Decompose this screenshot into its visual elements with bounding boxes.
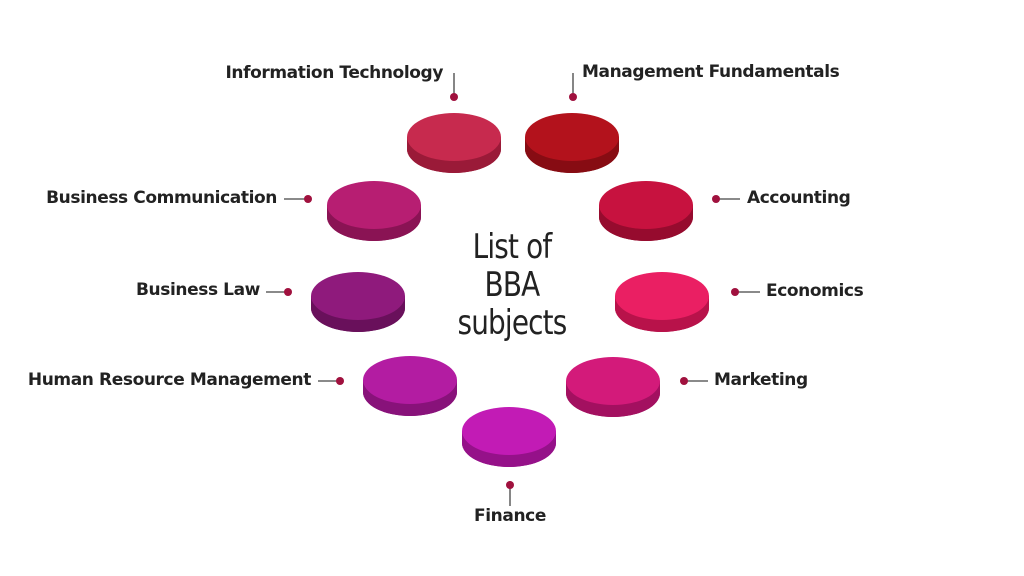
label-business-communication: Business Communication [46, 188, 277, 208]
disc-top [566, 357, 660, 405]
disc-marketing [566, 357, 660, 417]
disc-management-fundamentals [525, 113, 619, 173]
connector-economics [731, 288, 760, 296]
disc-human-resource-management [363, 356, 457, 416]
connector-business-communication [284, 195, 312, 203]
disc-finance [462, 407, 556, 467]
disc-top [311, 272, 405, 320]
label-business-law: Business Law [135, 280, 260, 300]
connector-dot [569, 93, 577, 101]
disc-top [615, 272, 709, 320]
connector-dot [304, 195, 312, 203]
connector-dot [450, 93, 458, 101]
disc-business-law [311, 272, 405, 332]
diagram-title: List of BBA subjects [430, 228, 594, 342]
title-line-1: List of [472, 227, 553, 267]
connector-dot [712, 195, 720, 203]
disc-top [363, 356, 457, 404]
connector-management-fundamentals [569, 73, 577, 101]
disc-top [525, 113, 619, 161]
connector-marketing [680, 377, 708, 385]
disc-accounting [599, 181, 693, 241]
disc-business-communication [327, 181, 421, 241]
disc-top [327, 181, 421, 229]
connector-dot [506, 481, 514, 489]
connector-business-law [266, 288, 292, 296]
label-marketing: Marketing [714, 370, 808, 390]
label-economics: Economics [766, 281, 864, 301]
label-management-fundamentals: Management Fundamentals [582, 62, 840, 82]
title-line-2: BBA [484, 265, 541, 305]
label-information-technology: Information Technology [225, 63, 443, 83]
disc-top [462, 407, 556, 455]
title-line-3: subjects [457, 303, 567, 343]
label-human-resource-management: Human Resource Management [27, 370, 312, 390]
disc-information-technology [407, 113, 501, 173]
disc-top [407, 113, 501, 161]
connector-finance [506, 481, 514, 506]
label-finance: Finance [474, 506, 546, 526]
disc-top [599, 181, 693, 229]
connector-information-technology [450, 73, 458, 101]
connector-human-resource-management [318, 377, 344, 385]
connector-dot [731, 288, 739, 296]
connector-dot [336, 377, 344, 385]
disc-economics [615, 272, 709, 332]
connector-dot [284, 288, 292, 296]
connector-accounting [712, 195, 740, 203]
connector-dot [680, 377, 688, 385]
label-accounting: Accounting [747, 188, 851, 208]
